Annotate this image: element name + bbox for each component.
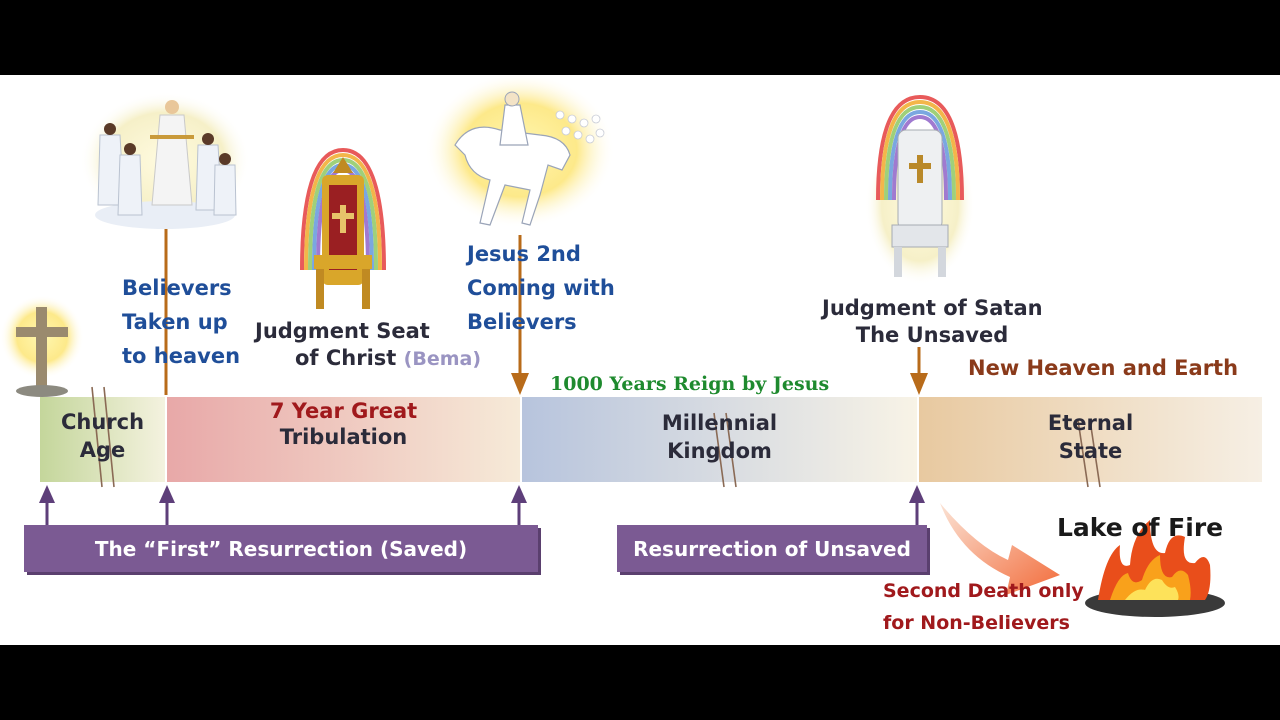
bema-note: (Bema): [403, 348, 482, 370]
break-marks: [91, 386, 1101, 488]
judgment-label: Judgment of Satan The Unsaved: [822, 296, 1043, 347]
new-heaven-label: New Heaven and Earth: [968, 356, 1239, 380]
rapture-illustration: [80, 92, 250, 229]
fire-icon: [1085, 520, 1225, 617]
second-coming-label: Jesus 2nd Coming with Believers: [467, 242, 615, 334]
unsaved-resurrection-bar: Resurrection of Unsaved: [617, 525, 927, 572]
rapture-label: Believers Taken up to heaven: [122, 276, 241, 368]
fire-arrow: [940, 503, 1060, 595]
first-resurrection-bar: The “First” Resurrection (Saved): [24, 525, 538, 572]
segment-church-age: [40, 397, 165, 482]
resurrection-arrows: [39, 485, 925, 527]
segment-eternal: [919, 397, 1262, 482]
reign-label: 1000 Years Reign by Jesus: [550, 373, 830, 395]
second-death-caption: Second Death only for Non-Believers: [883, 580, 1084, 634]
rider-illustration: [425, 75, 615, 228]
diagram-art: [0, 75, 1262, 617]
throne-icon: [300, 147, 386, 309]
lake-of-fire-title: Lake of Fire: [1057, 513, 1224, 542]
white-throne-icon: [865, 94, 975, 285]
slide: Believers Taken up to heaven Judgment Se…: [0, 75, 1280, 645]
segment-tribulation: [167, 397, 520, 482]
bema-label: Judgment Seat of Christ (Bema): [255, 319, 482, 370]
cross-icon: [0, 295, 84, 397]
segment-millennial: [522, 397, 917, 482]
